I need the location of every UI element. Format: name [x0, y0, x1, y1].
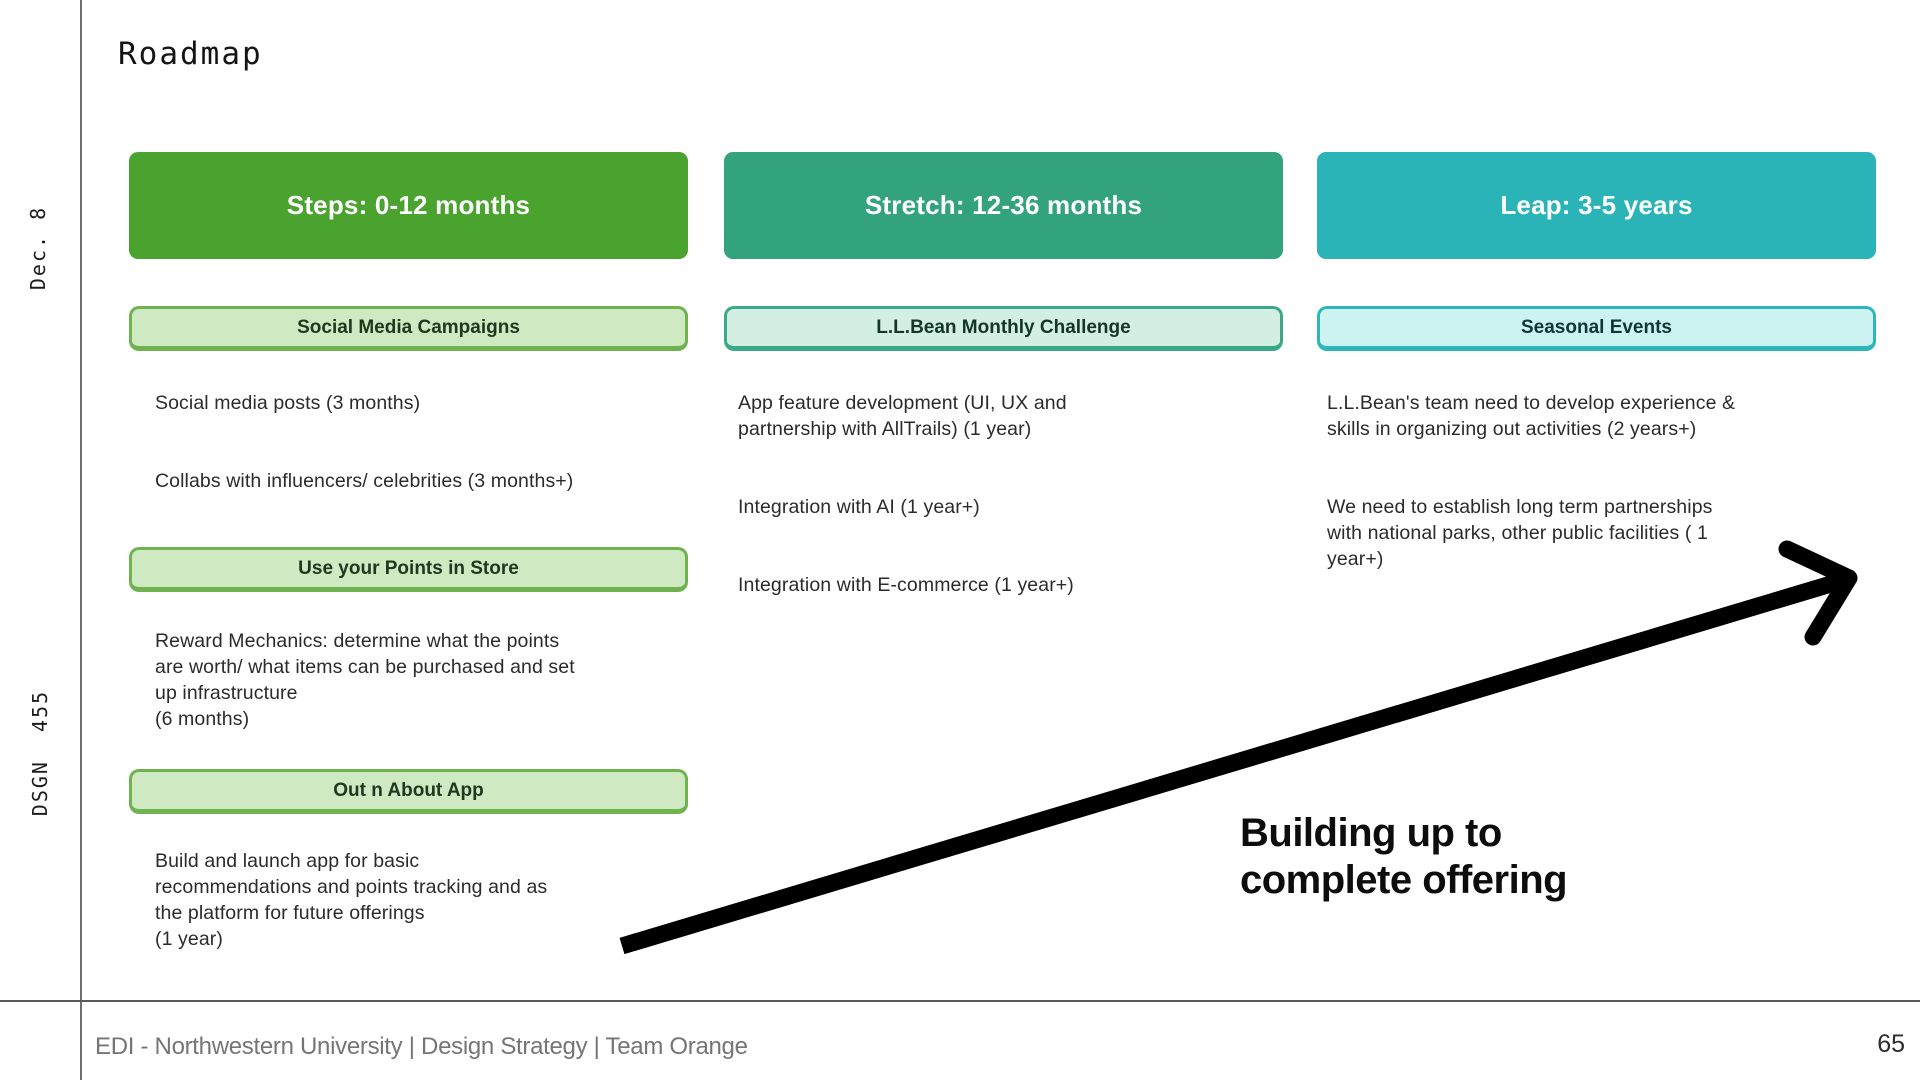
body-use-your-points-in-store: Reward Mechanics: determine what the poi…: [155, 602, 575, 784]
tag-seasonal-events: Seasonal Events: [1317, 306, 1876, 351]
body-paragraph: L.L.Bean's team need to develop experien…: [1327, 392, 1736, 440]
body-paragraph: Reward Mechanics: determine what the poi…: [155, 630, 575, 730]
tag-social-media-campaigns: Social Media Campaigns: [129, 306, 688, 351]
annotation-building-up: Building up to complete offering: [1240, 811, 1568, 902]
footer-credit: EDI - Northwestern University | Design S…: [95, 1033, 748, 1060]
column-header-stretch: Stretch: 12-36 months: [724, 152, 1283, 259]
left-margin-line: [80, 0, 82, 1080]
column-steps: Steps: 0-12 months Social Media Campaign…: [129, 0, 688, 1080]
column-stretch: Stretch: 12-36 months L.L.Bean Monthly C…: [724, 0, 1283, 1080]
footer-divider-line: [0, 1000, 1920, 1002]
tag-out-n-about-app: Out n About App: [129, 769, 688, 814]
tag-llbean-monthly-challenge: L.L.Bean Monthly Challenge: [724, 306, 1283, 351]
page-title: Roadmap: [118, 36, 263, 72]
body-paragraph: Build and launch app for basic recommend…: [155, 850, 548, 950]
body-seasonal-events: L.L.Bean's team need to develop experien…: [1327, 364, 1735, 624]
body-paragraph: Social media posts (3 months): [155, 392, 421, 414]
margin-date-label: Dec. 8: [26, 205, 50, 291]
body-paragraph: We need to establish long term partnersh…: [1327, 496, 1713, 570]
body-paragraph: Collabs with influencers/ celebrities (3…: [155, 470, 574, 492]
margin-course-label: DSGN 455: [28, 689, 52, 817]
body-social-media-campaigns: Social media posts (3 months) Collabs wi…: [155, 364, 573, 546]
column-header-leap: Leap: 3-5 years: [1317, 152, 1876, 259]
body-llbean-monthly-challenge: App feature development (UI, UX and part…: [738, 364, 1074, 650]
body-out-n-about-app: Build and launch app for basic recommend…: [155, 822, 547, 1004]
page-number: 65: [1877, 1030, 1905, 1058]
body-paragraph: Integration with AI (1 year+): [738, 496, 980, 518]
column-header-steps: Steps: 0-12 months: [129, 152, 688, 259]
column-leap: Leap: 3-5 years Seasonal Events L.L.Bean…: [1317, 0, 1876, 1080]
tag-use-your-points-in-store: Use your Points in Store: [129, 547, 688, 592]
body-paragraph: Integration with E-commerce (1 year+): [738, 574, 1074, 596]
body-paragraph: App feature development (UI, UX and part…: [738, 392, 1067, 440]
